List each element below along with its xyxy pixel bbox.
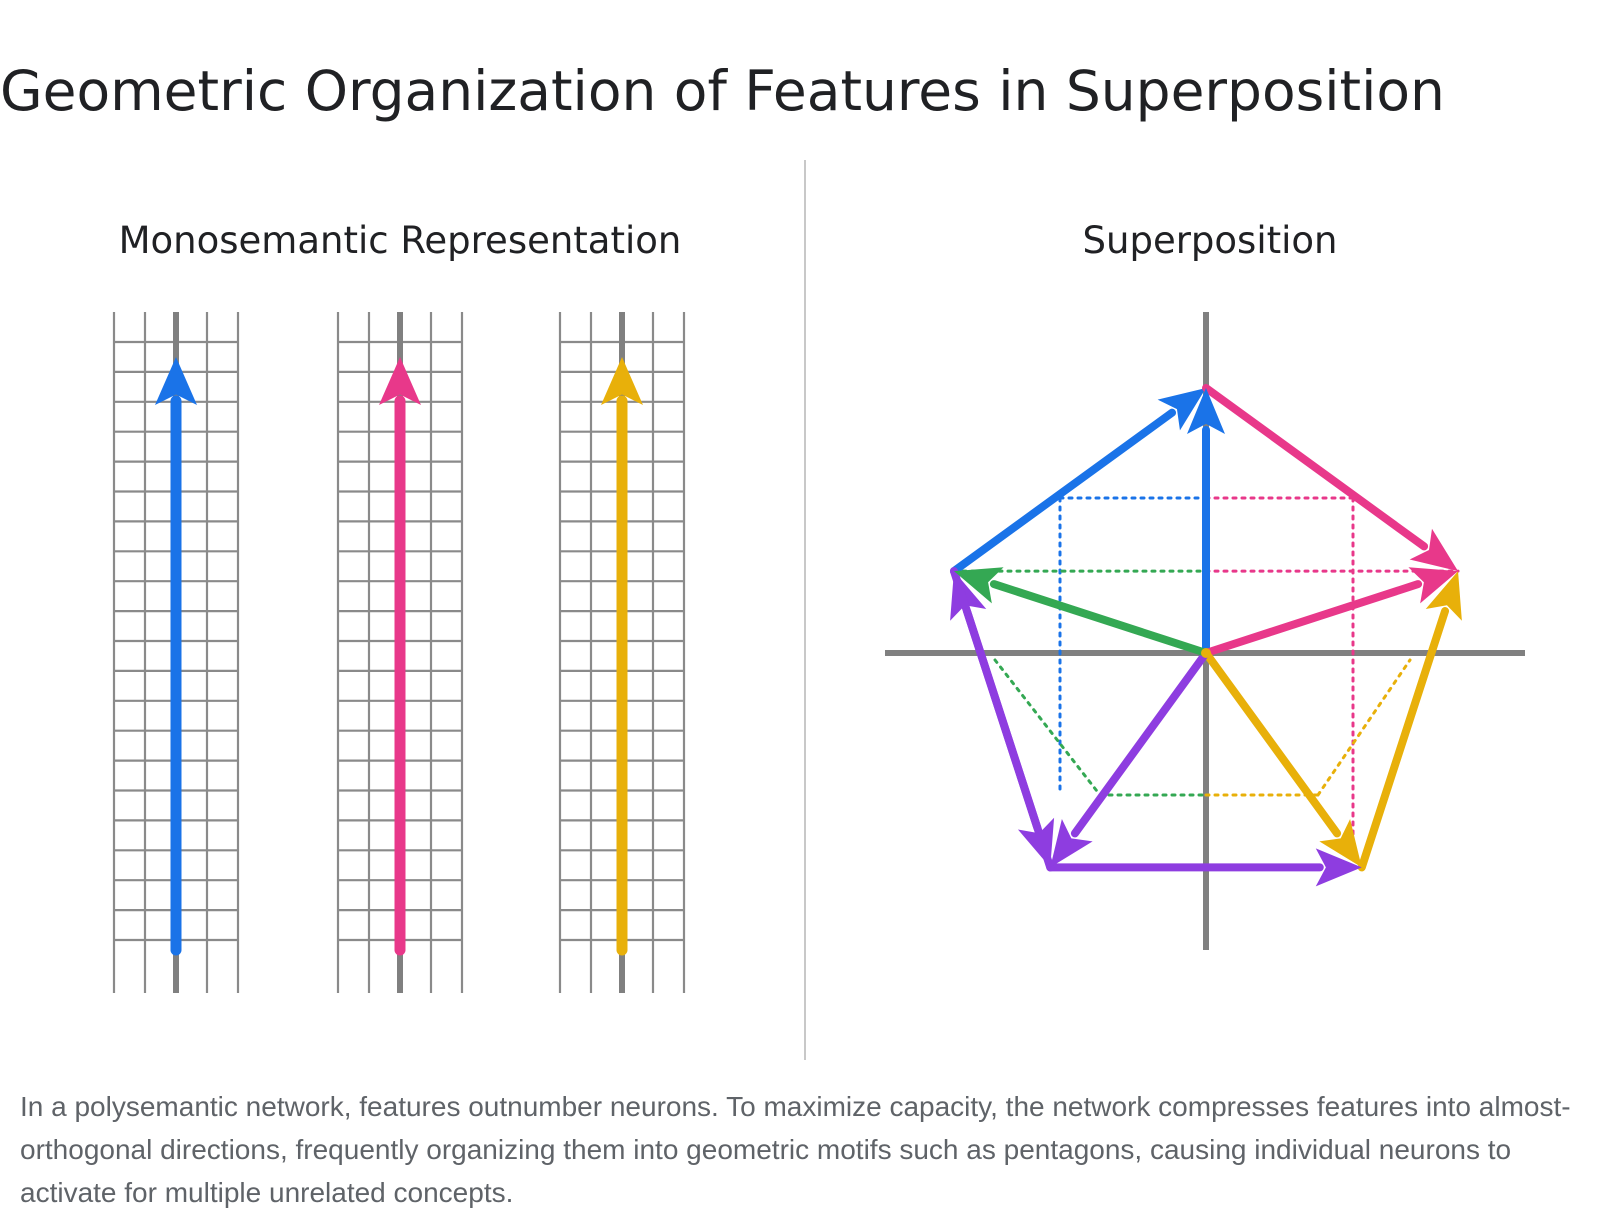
edge-arrow-pink: [1202, 384, 1459, 572]
feature-arrow-pink: [379, 357, 421, 956]
page-title: Geometric Organization of Features in Su…: [0, 59, 1445, 123]
feature-vector-purple-head: [1050, 819, 1093, 868]
feature-vector-blue-head: [1187, 388, 1225, 434]
feature-vector-green-head: [953, 567, 1004, 604]
guide-yellow-diag: [1316, 658, 1412, 797]
edge-arrow-purple-down: [949, 567, 1055, 868]
superposition-panel-title: Superposition: [1082, 219, 1338, 262]
feature-vector-green: [953, 567, 1210, 657]
feature-arrow-yellow: [601, 357, 643, 956]
edge-arrow-blue: [949, 388, 1206, 576]
feature-vector-pink-head: [1408, 567, 1459, 604]
edge-arrow-purple-down-head: [1017, 817, 1055, 868]
feature-vector-yellow-shaft: [1202, 649, 1342, 838]
edge-arrow-blue-head: [1157, 388, 1206, 431]
neuron-grid-pink: [336, 312, 464, 993]
monosemantic-panel-title: Monosemantic Representation: [118, 219, 682, 262]
edge-arrow-yellow-head: [1425, 571, 1462, 621]
feature-vector-purple: [1050, 649, 1210, 868]
edge-arrow-blue-shaft: [949, 408, 1177, 576]
feature-arrow-blue: [155, 357, 197, 956]
feature-vector-yellow: [1202, 649, 1362, 868]
neuron-grid-yellow: [558, 312, 686, 993]
feature-vector-yellow-head: [1319, 819, 1362, 868]
edge-arrow-pink-shaft: [1202, 384, 1429, 551]
feature-vector-purple-shaft: [1070, 649, 1210, 838]
monosemantic-panel: [112, 312, 686, 993]
feature-vector-blue: [1187, 388, 1225, 657]
feature-geometry-figure: [112, 312, 1525, 993]
guide-green-diag: [993, 658, 1102, 797]
superposition-panel: [885, 312, 1525, 950]
feature-arrow-pink-head: [379, 357, 421, 405]
origin-point: [1201, 648, 1211, 658]
feature-arrow-blue-head: [155, 357, 197, 405]
edge-arrow-purple-down-shaft: [949, 567, 1042, 832]
edge-arrow-yellow-shaft: [1357, 607, 1450, 872]
feature-vector-green-shaft: [989, 580, 1210, 657]
edge-arrow-pink-head: [1409, 528, 1459, 572]
figure-caption: In a polysemantic network, features outn…: [20, 1091, 1571, 1208]
feature-arrow-yellow-head: [601, 357, 643, 405]
edge-arrow-purple-head: [1315, 848, 1362, 887]
feature-vector-pink-shaft: [1202, 580, 1423, 657]
neuron-grid-blue: [112, 312, 240, 993]
feature-vector-pink: [1202, 567, 1459, 657]
panel-divider: [804, 160, 806, 1060]
edge-arrow-yellow: [1357, 571, 1462, 872]
edge-arrow-purple: [1046, 848, 1362, 887]
